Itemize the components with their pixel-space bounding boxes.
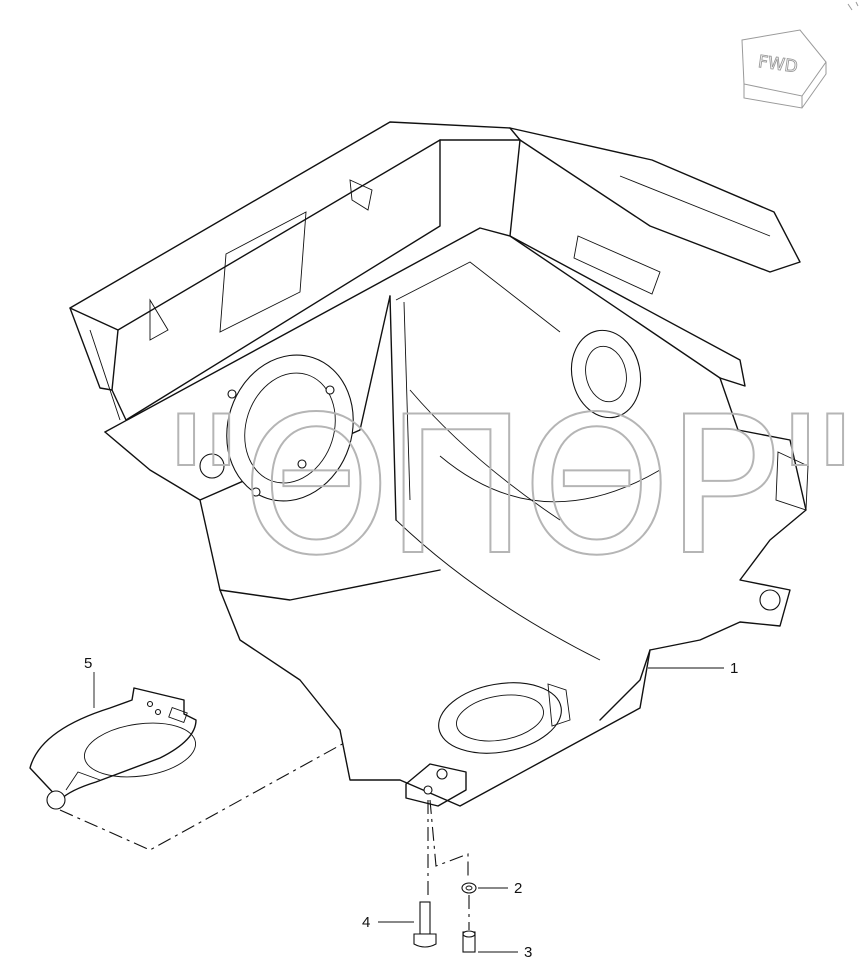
callout-3: 3 <box>524 944 532 961</box>
callout-2: 2 <box>514 880 522 897</box>
callout-5: 5 <box>84 655 92 672</box>
callout-leaders <box>93 667 724 953</box>
watermark: "ΘΠΘΡ" <box>160 376 855 597</box>
bracket-plate <box>29 687 197 810</box>
cap-screw <box>462 930 476 953</box>
assembly-lines <box>59 741 470 930</box>
main-housing <box>69 121 809 807</box>
fwd-direction-badge: FWD <box>741 1 859 109</box>
callout-1: 1 <box>730 660 738 677</box>
fwd-label: FWD <box>757 52 799 77</box>
bolt <box>413 901 437 948</box>
callout-4: 4 <box>362 914 370 931</box>
washer <box>461 882 477 894</box>
